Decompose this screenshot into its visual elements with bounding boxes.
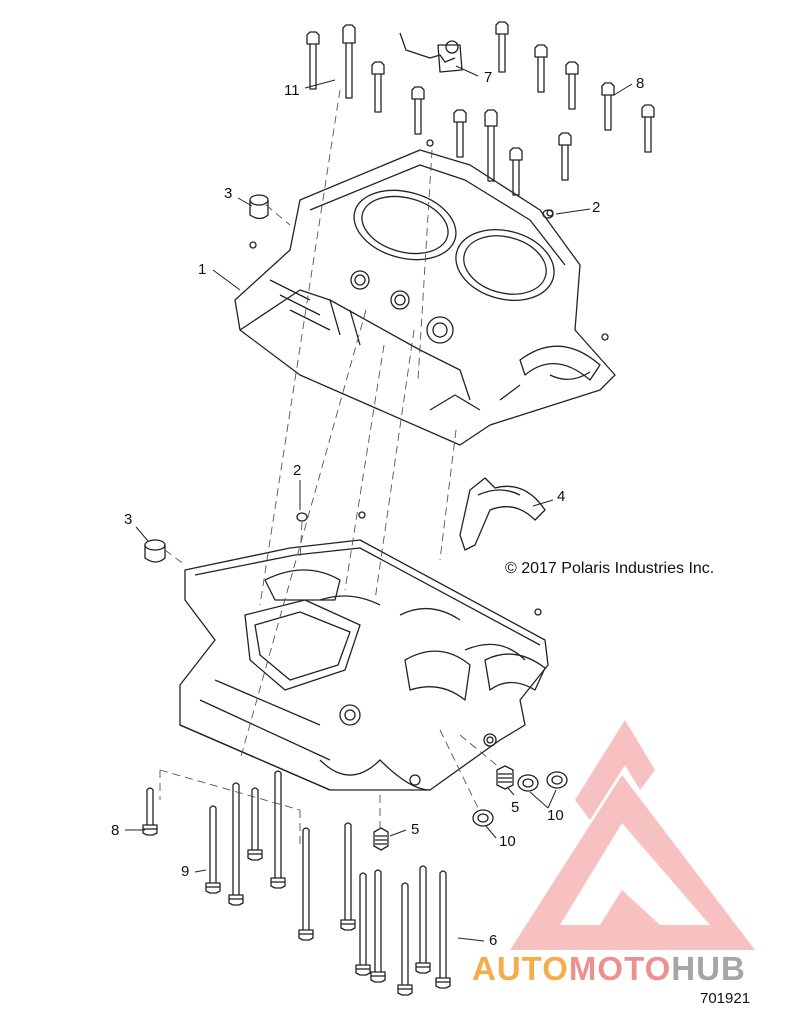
callout-3-top: 3: [224, 185, 233, 202]
dowel-sleeve-3-mid: [144, 539, 166, 563]
dowel-pin-2-top: [542, 209, 554, 219]
bolt-9-b: [228, 782, 244, 906]
watermark-logo-icon: [510, 720, 755, 950]
watermark-auto: AUTO: [472, 950, 569, 987]
callout-9: 9: [181, 863, 190, 880]
callout-5-center: 5: [411, 821, 420, 838]
bolt-top-b: [371, 61, 385, 113]
callout-10-center: 10: [499, 833, 516, 850]
bolt-9-c: [247, 787, 263, 861]
bolt-6-c: [355, 872, 371, 976]
watermark-moto: MOTO: [568, 950, 672, 987]
bolt-6-g: [435, 870, 451, 989]
callout-2-mid: 2: [293, 462, 302, 479]
plug-10-center: [472, 809, 494, 827]
bolt-top-j: [565, 61, 579, 110]
bolt-top-e: [484, 109, 498, 182]
bolt-top-h: [495, 21, 509, 73]
callout-2-top: 2: [592, 199, 601, 216]
bolt-top-g: [558, 132, 572, 181]
bolt-9-a: [205, 805, 221, 894]
bolt-8-top: [601, 82, 615, 131]
watermark-text: AUTOMOTOHUB: [472, 950, 746, 988]
dowel-pin-2-mid: [296, 512, 308, 522]
callout-4: 4: [557, 488, 566, 505]
plug-10-right: [517, 771, 568, 792]
callout-11: 11: [284, 82, 300, 99]
bolt-6-f: [415, 865, 431, 974]
bolt-top-c: [411, 86, 425, 135]
callout-1: 1: [198, 261, 207, 278]
callout-3-mid: 3: [124, 511, 133, 528]
diagram-number: 701921: [700, 990, 751, 1007]
bolt-6-d: [370, 869, 386, 983]
bolt-6-a: [298, 827, 314, 941]
bolt-top-i: [534, 44, 548, 93]
copyright-notice: © 2017 Polaris Industries Inc.: [505, 560, 715, 577]
bolt-group: [142, 21, 655, 996]
callout-7: 7: [484, 69, 493, 86]
leader-lines: [125, 65, 633, 942]
bolt-11: [342, 24, 356, 99]
bolt-top-k: [641, 104, 655, 153]
callout-8-bottom: 8: [111, 822, 120, 839]
callout-10-right: 10: [547, 807, 564, 824]
spring-5-center: [373, 827, 389, 851]
bolt-8-bottom: [142, 787, 158, 836]
bolt-top-a: [306, 31, 320, 90]
callout-5-right: 5: [511, 799, 520, 816]
bolt-top-d: [453, 109, 467, 158]
bolt-6-e: [397, 882, 413, 996]
dowel-sleeve-3-top: [249, 194, 269, 220]
callout-6: 6: [489, 932, 498, 949]
callout-8-top: 8: [636, 75, 645, 92]
bearing-cap-part-4: [459, 477, 546, 551]
bolt-top-f: [509, 147, 523, 196]
watermark-hub: HUB: [671, 950, 746, 987]
alignment-lines: [159, 89, 501, 845]
bolt-6-b: [340, 822, 356, 931]
spring-5-right: [496, 765, 514, 790]
lower-crankcase: [179, 511, 549, 791]
sensor-part-7: [399, 32, 463, 73]
bolt-9-d: [270, 770, 286, 889]
upper-crankcase: [234, 139, 616, 446]
